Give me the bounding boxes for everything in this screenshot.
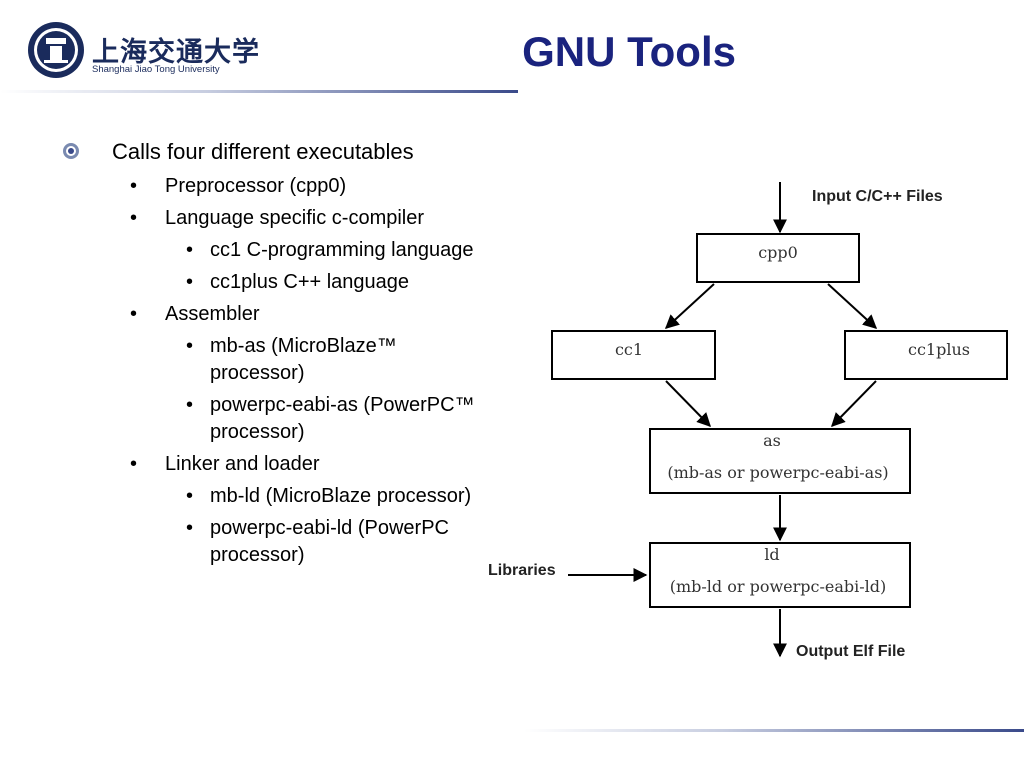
university-name-cn: 上海交通大学 — [92, 37, 260, 68]
list-subitem: •mb-as (MicroBlaze™ processor) — [186, 335, 397, 384]
list-subitem: •powerpc-eabi-ld (PowerPC processor) — [186, 517, 449, 566]
slide-title: GNU Tools — [522, 28, 736, 75]
as-box — [649, 428, 911, 494]
list-subitem: •cc1plus C++ language — [186, 271, 410, 293]
university-logo: 上海交通大学 Shanghai Jiao Tong University — [26, 20, 266, 82]
ld-detail: (mb-ld or powerpc-eabi-ld) — [670, 577, 887, 596]
university-seal-icon — [28, 22, 84, 78]
input-label: Input C/C++ Files — [812, 188, 943, 205]
output-label: Output Elf File — [796, 643, 905, 660]
top-divider — [0, 90, 518, 93]
list-item: •Preprocessor (cpp0) — [130, 175, 347, 197]
libraries-label: Libraries — [488, 562, 556, 579]
ld-box — [649, 542, 911, 608]
cc1plus-to-as-arrow — [831, 380, 877, 428]
cpp0-to-cc1-arrow — [664, 283, 715, 329]
cpp0-box — [696, 233, 860, 283]
cpp0-to-cc1plus-arrow — [827, 283, 878, 329]
list-item: •Assembler — [130, 303, 260, 325]
list-item: •Linker and loader — [130, 453, 320, 475]
cc1plus-box — [844, 330, 1008, 380]
toolchain-flow-diagram: Input C/C++ Files cpp0 cc1 cc1plus as (m… — [488, 182, 1008, 660]
bullet-list: Calls four different executables •Prepro… — [62, 138, 482, 569]
cc1-box — [551, 330, 716, 380]
list-item: •Language specific c-compiler — [130, 207, 425, 229]
cc1-label: cc1 — [615, 340, 643, 359]
list-subitem: •cc1 C-programming language — [186, 239, 474, 261]
as-title: as — [763, 431, 781, 450]
cpp0-label: cpp0 — [758, 243, 798, 262]
cc1-to-as-arrow — [665, 380, 711, 428]
bottom-divider — [524, 729, 1024, 732]
university-name-en: Shanghai Jiao Tong University — [92, 64, 220, 75]
main-bullet-text: Calls four different executables — [112, 139, 414, 164]
list-subitem: •powerpc-eabi-as (PowerPC™ processor) — [186, 394, 475, 443]
cc1plus-label: cc1plus — [908, 340, 970, 359]
round-bullet-icon — [63, 143, 79, 159]
list-subitem: •mb-ld (MicroBlaze processor) — [186, 485, 472, 507]
main-bullet: Calls four different executables — [62, 138, 482, 165]
ld-title: ld — [764, 545, 779, 564]
as-detail: (mb-as or powerpc-eabi-as) — [667, 463, 888, 482]
